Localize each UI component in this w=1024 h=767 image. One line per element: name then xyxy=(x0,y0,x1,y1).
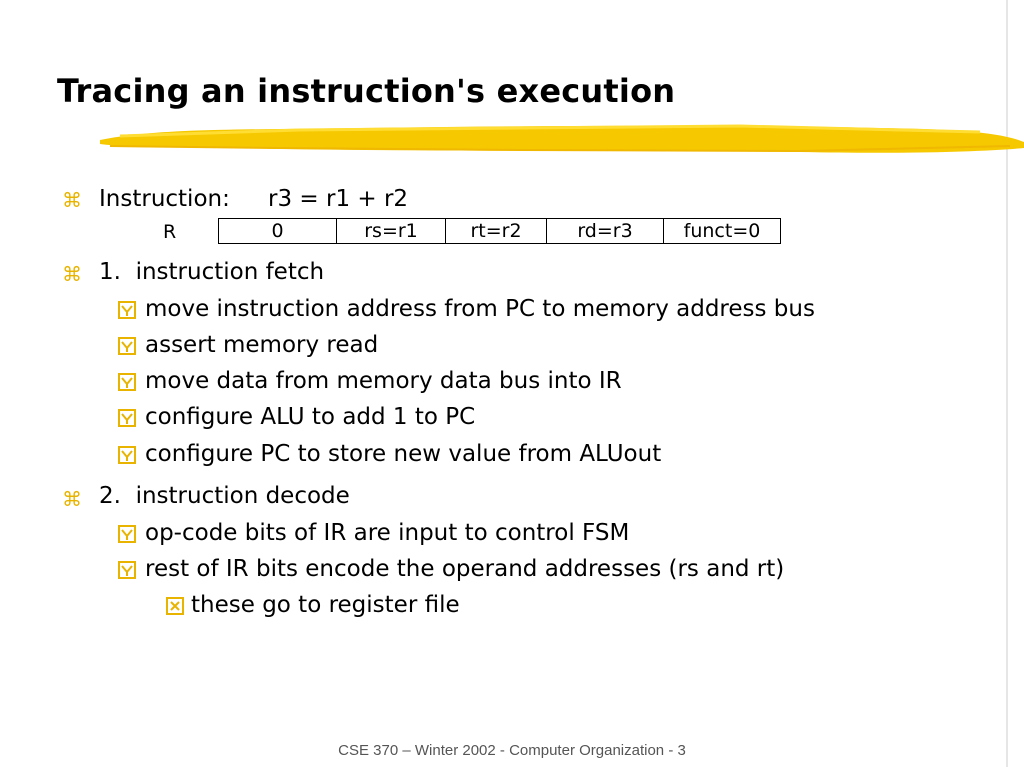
instruction-label: Instruction: xyxy=(99,186,230,212)
fetch-heading: 1. instruction fetch xyxy=(99,259,325,285)
slide-edge xyxy=(1006,0,1008,767)
slide-title: Tracing an instruction's execution xyxy=(57,72,676,110)
fetch-step: configure ALU to add 1 to PC xyxy=(145,404,476,430)
command-icon: ⌘ xyxy=(62,188,82,212)
checkbox-icon xyxy=(118,561,136,579)
instruction-expr: r3 = r1 + r2 xyxy=(268,186,409,212)
decode-heading: 2. instruction decode xyxy=(99,483,350,509)
highlighter-stroke xyxy=(100,124,1024,153)
checkbox-icon xyxy=(118,446,136,464)
decode-step: op-code bits of IR are input to control … xyxy=(145,520,630,546)
field-funct: funct=0 xyxy=(663,218,781,244)
field-rs: rs=r1 xyxy=(336,218,446,244)
slide-footer: CSE 370 – Winter 2002 - Computer Organiz… xyxy=(338,742,686,759)
decode-sub-step: these go to register file xyxy=(191,592,460,618)
field-rt: rt=r2 xyxy=(445,218,547,244)
checkbox-icon xyxy=(118,525,136,543)
format-type: R xyxy=(163,221,177,243)
command-icon: ⌘ xyxy=(62,487,82,511)
instruction-format-table: 0 rs=r1 rt=r2 rd=r3 funct=0 xyxy=(218,218,781,244)
field-rd: rd=r3 xyxy=(546,218,664,244)
checkbox-icon xyxy=(118,337,136,355)
fetch-step: assert memory read xyxy=(145,332,379,358)
fetch-step: move data from memory data bus into IR xyxy=(145,368,622,394)
fetch-step: move instruction address from PC to memo… xyxy=(145,296,815,322)
checkbox-icon xyxy=(118,409,136,427)
checkbox-icon xyxy=(118,301,136,319)
field-opcode: 0 xyxy=(218,218,337,244)
checkbox-icon xyxy=(118,373,136,391)
decode-step: rest of IR bits encode the operand addre… xyxy=(145,556,785,582)
command-icon: ⌘ xyxy=(62,262,82,286)
x-box-icon xyxy=(166,597,184,615)
fetch-step: configure PC to store new value from ALU… xyxy=(145,441,662,467)
